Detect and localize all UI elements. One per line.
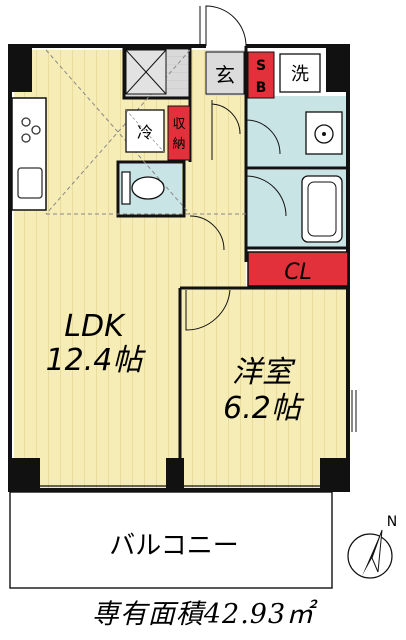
entrance-label: 玄 (215, 63, 235, 87)
toilet-tank (121, 171, 131, 205)
shoe-box-label-bottom: B (256, 80, 267, 96)
post-br (320, 458, 350, 492)
western-floor (180, 288, 348, 488)
stove-burner (21, 117, 31, 127)
wash-basin (305, 111, 343, 155)
ldk-size: 12.4帖 (46, 343, 147, 378)
stove-burner (21, 133, 31, 143)
entrance-box (205, 51, 245, 95)
closet-box (247, 251, 349, 287)
toilet-room (116, 160, 186, 218)
bathtub (301, 175, 343, 243)
basin-bowl (314, 124, 334, 144)
shoe-box (247, 51, 275, 99)
door-washroom (245, 119, 281, 155)
shoe-box-label-top: S (256, 58, 266, 74)
entrance-box (122, 46, 192, 100)
western-label: 洋室 (232, 355, 296, 390)
door-toilet (189, 215, 225, 251)
post-tl (8, 44, 32, 92)
washer-box (279, 53, 321, 93)
door-western (185, 289, 231, 331)
compass-north-label: N (387, 514, 397, 530)
stove-burner (31, 125, 41, 135)
toilet-bowl (131, 176, 165, 200)
ldk-label: LDK (64, 309, 126, 344)
western-size: 6.2帖 (223, 391, 305, 426)
area-label: 専有面積42.93㎡ (91, 599, 315, 630)
post-bl (8, 458, 40, 492)
compass-icon: N (347, 514, 397, 579)
door-entrance (205, 5, 247, 47)
dashed-line (45, 49, 191, 215)
balcony-label: バルコニー (109, 531, 238, 561)
kitchen-counter (11, 97, 47, 211)
washer-label: 洗 (291, 64, 309, 85)
closet-label: CL (284, 260, 312, 285)
fridge-label: 冷 (137, 123, 153, 142)
balcony (9, 491, 333, 589)
storage-box (167, 105, 191, 161)
storage-label-top: 収 (172, 117, 185, 132)
door-bath (245, 175, 287, 217)
post-tr (326, 44, 350, 92)
kitchen-sink (17, 167, 43, 199)
storage-label-bottom: 納 (172, 137, 185, 152)
door-storage (211, 103, 241, 135)
floor-plan: 玄 S B 洗 冷 収 納 CL LD (8, 5, 397, 589)
